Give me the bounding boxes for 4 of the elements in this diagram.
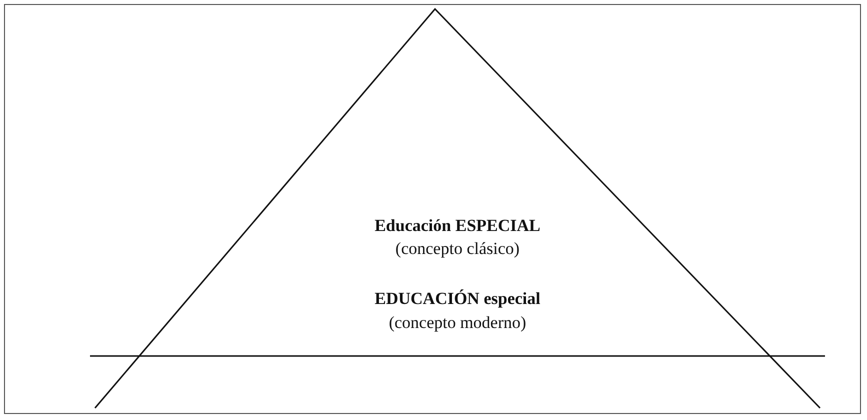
subtitle-text: (concepto moderno) <box>388 313 526 333</box>
heading-text: Educación ESPECIAL <box>374 216 540 236</box>
heading-text: EDUCACIÓN especial <box>374 289 540 309</box>
subtitle-text: (concepto clásico) <box>395 239 520 259</box>
